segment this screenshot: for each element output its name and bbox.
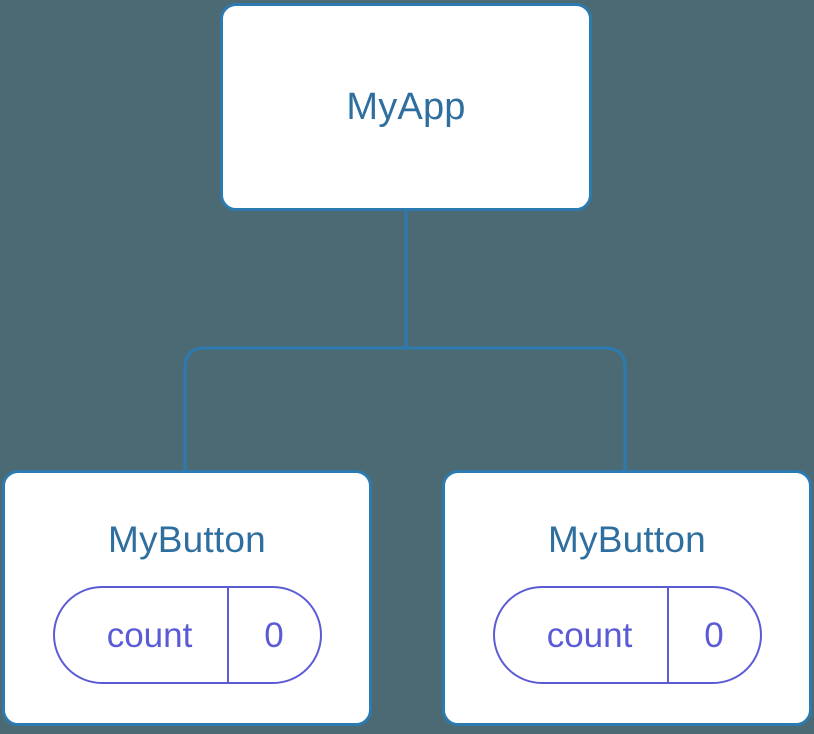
state-pill-left[interactable]: count 0 [52,586,322,684]
state-key-left: count [106,615,193,655]
state-key-right: count [546,615,633,655]
state-value-right: 0 [704,615,724,655]
state-divider-left [226,588,229,682]
connector-to-right-child [406,346,627,472]
node-mybutton-right[interactable]: MyButton count 0 [442,470,812,726]
node-title-mybutton-right: MyButton [548,519,706,560]
node-mybutton-left[interactable]: MyButton count 0 [2,470,372,726]
connector-to-left-child [183,346,406,472]
node-title-myapp: MyApp [346,86,466,128]
state-pill-right[interactable]: count 0 [492,586,762,684]
state-divider-right [666,588,669,682]
node-myapp[interactable]: MyApp [220,3,592,211]
state-value-left: 0 [264,615,284,655]
node-title-mybutton-left: MyButton [108,519,266,560]
